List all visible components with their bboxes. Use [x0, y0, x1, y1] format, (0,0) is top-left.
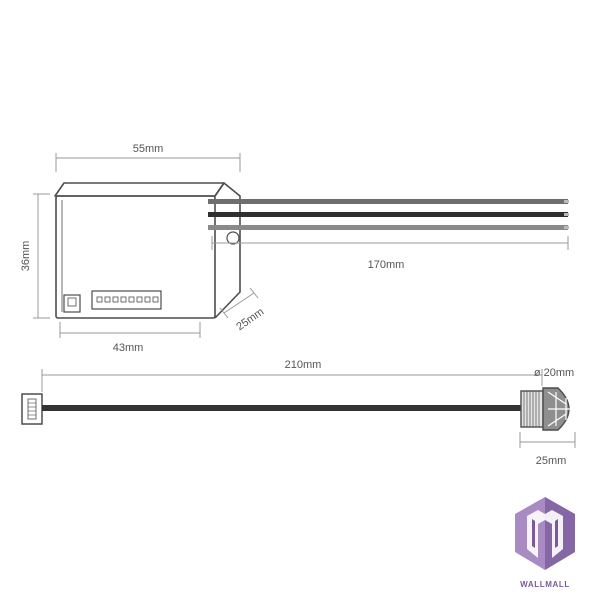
dim-43mm: 43mm	[113, 342, 144, 354]
module-front-face	[55, 195, 216, 319]
dim-210mm: 210mm	[285, 359, 322, 371]
dim-55mm: 55mm	[133, 143, 164, 155]
dim-170mm: 170mm	[368, 259, 405, 271]
terminal-block	[91, 290, 162, 310]
sensor-cable	[42, 405, 522, 411]
module-drawing	[54, 182, 241, 319]
brand-name: WALLMALL	[520, 580, 570, 589]
dimension-lines-cable	[41, 369, 576, 448]
connector-small	[63, 294, 81, 313]
sensor-cable-drawing	[21, 387, 576, 431]
pir-sensor	[520, 387, 576, 431]
module-top-face	[54, 182, 225, 197]
dim-diameter-20mm: ø 20mm	[534, 367, 574, 379]
dim-36mm: 36mm	[20, 241, 32, 272]
dim-25mm-depth: 25mm	[234, 306, 266, 333]
dim-25mm-sensor: 25mm	[536, 455, 567, 467]
dimension-lines-module	[33, 153, 569, 338]
module-side-face	[214, 182, 241, 319]
wallmall-logo	[515, 497, 575, 570]
module-wires	[208, 199, 569, 230]
mounting-clip	[226, 231, 240, 245]
